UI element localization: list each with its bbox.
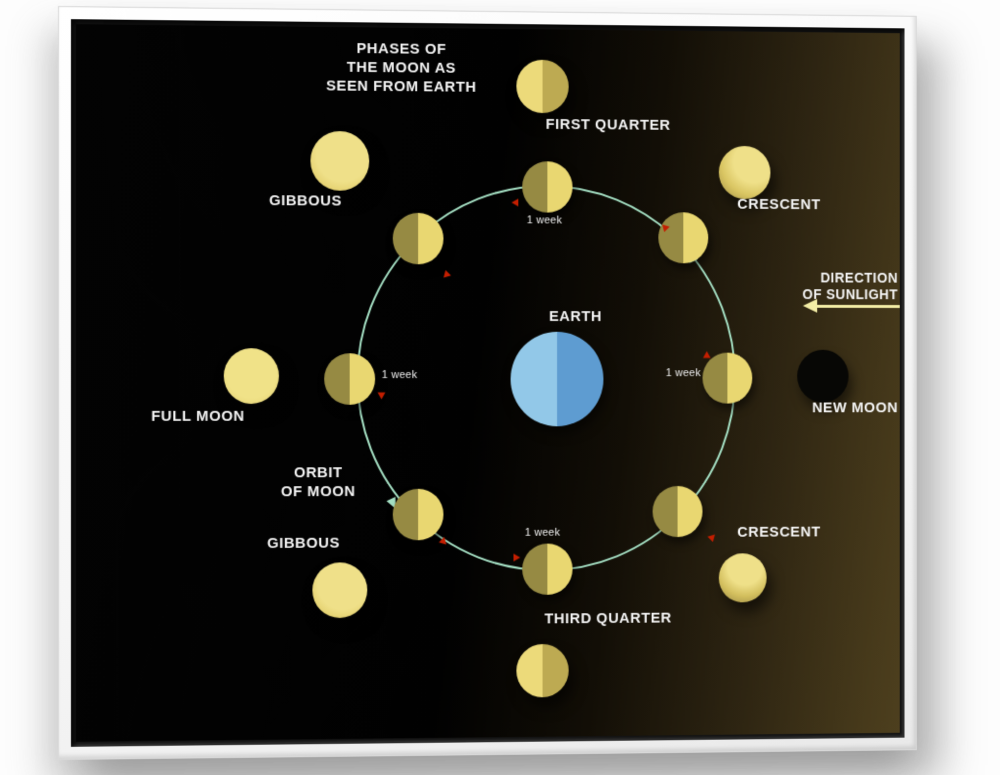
- crescent-lower-label: CRESCENT: [737, 523, 821, 541]
- phase-moon-new-icon: [797, 349, 849, 403]
- orbit-direction-marker: [707, 531, 718, 543]
- orbit-moon-bottom-icon: [522, 543, 573, 595]
- week-interval-label: 1 week: [381, 369, 418, 382]
- third-quarter-label: THIRD QUARTER: [544, 609, 672, 628]
- orbit-moon-lower-right-icon: [652, 485, 703, 538]
- orbit-moon-left-icon: [324, 353, 376, 405]
- phase-moon-first-quarter-icon: [516, 59, 569, 114]
- orbit-of-moon-label: ORBIT OF MOON: [281, 463, 355, 501]
- orbit-direction-marker: [511, 198, 519, 207]
- orbit-moon-upper-right-icon: [658, 212, 709, 264]
- orbit-direction-marker: [513, 553, 521, 562]
- gibbous-upper-label: GIBBOUS: [269, 192, 342, 210]
- phase-moon-crescent-upper-icon: [718, 145, 771, 200]
- title-line-2: THE MOON AS: [346, 58, 457, 77]
- orbit-moon-lower-left-icon: [392, 488, 444, 541]
- moon-phases-poster: PHASES OF THE MOON AS SEEN FROM EARTH EA…: [75, 24, 900, 742]
- orbit-moon-top-icon: [522, 161, 573, 213]
- week-interval-label: 1 week: [524, 526, 561, 539]
- orbit-direction-marker: [702, 351, 711, 359]
- sunlight-arrow-icon: [802, 298, 818, 313]
- orbit-moon-right-icon: [702, 352, 753, 404]
- week-interval-label: 1 week: [665, 367, 701, 380]
- orbit-label-line-1: ORBIT: [293, 464, 343, 482]
- phase-moon-gibbous-upper-icon: [310, 130, 370, 191]
- sunlight-label-line-1: DIRECTION: [820, 269, 898, 286]
- crescent-upper-label: CRESCENT: [737, 195, 821, 214]
- gibbous-lower-label: GIBBOUS: [267, 534, 340, 552]
- full-moon-label: FULL MOON: [151, 407, 245, 425]
- orbit-label-line-2: OF MOON: [280, 483, 356, 501]
- week-interval-label: 1 week: [526, 214, 563, 227]
- poster-title: PHASES OF THE MOON AS SEEN FROM EARTH: [326, 39, 476, 97]
- frame-inner-gap: PHASES OF THE MOON AS SEEN FROM EARTH EA…: [70, 19, 905, 747]
- sunlight-arrow-shaft: [816, 304, 900, 308]
- new-moon-label: NEW MOON: [812, 399, 899, 417]
- phase-moon-gibbous-lower-icon: [312, 562, 368, 619]
- title-line-1: PHASES OF: [356, 40, 447, 58]
- orbit-direction-marker: [377, 392, 386, 400]
- title-line-3: SEEN FROM EARTH: [326, 77, 477, 96]
- earth-globe: [510, 331, 604, 427]
- earth-label: EARTH: [549, 308, 602, 325]
- phase-moon-third-quarter-icon: [516, 643, 569, 698]
- picture-frame: PHASES OF THE MOON AS SEEN FROM EARTH EA…: [58, 6, 917, 760]
- orbit-moon-upper-left-icon: [392, 212, 444, 265]
- phase-moon-full-icon: [223, 348, 279, 404]
- first-quarter-label: FIRST QUARTER: [545, 116, 671, 134]
- phase-moon-crescent-lower-icon: [718, 553, 767, 603]
